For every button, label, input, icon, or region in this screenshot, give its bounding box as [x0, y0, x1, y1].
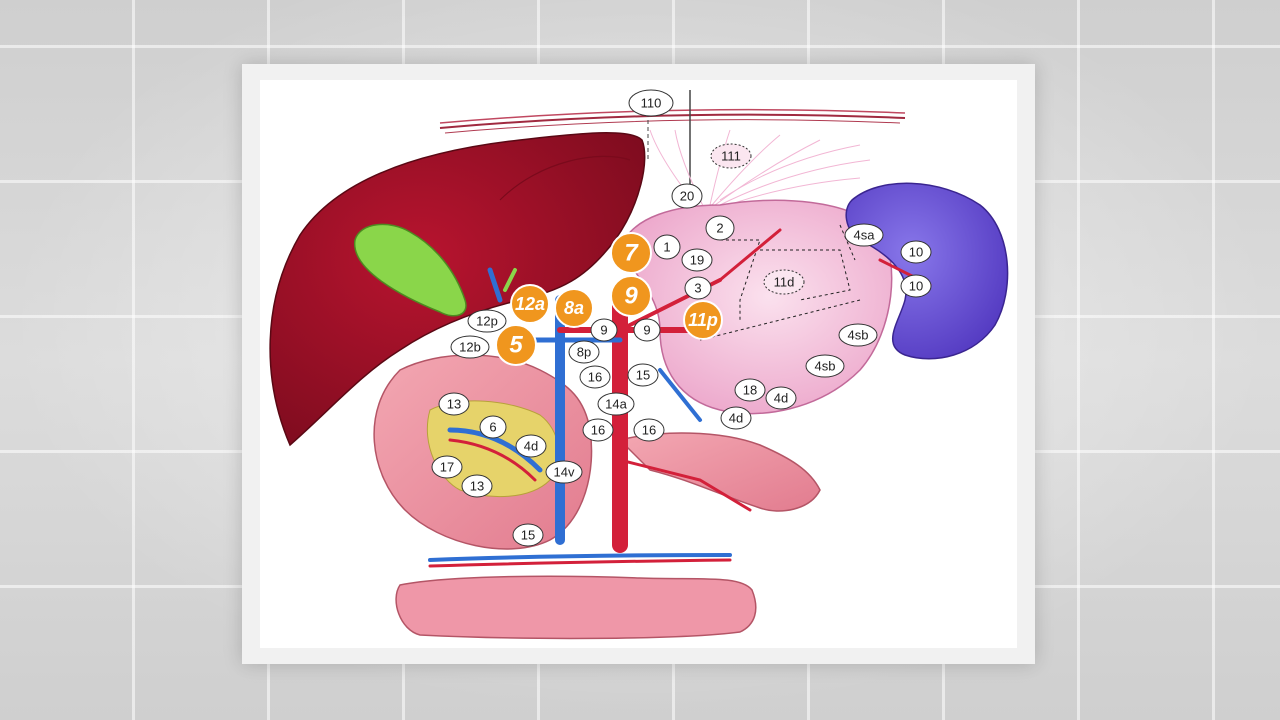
node-111: 111	[710, 143, 752, 169]
svg-text:14a: 14a	[605, 397, 627, 412]
node-5: 5	[495, 324, 537, 366]
svg-text:4sb: 4sb	[848, 328, 869, 343]
node-10-upper: 10	[900, 240, 932, 264]
svg-text:10: 10	[909, 279, 923, 294]
node-14a: 14a	[597, 392, 635, 416]
node-3: 3	[684, 276, 712, 300]
node-4d-right: 4d	[765, 386, 797, 410]
svg-text:16: 16	[591, 423, 605, 438]
node-6: 6	[479, 415, 507, 439]
node-16-right: 16	[633, 418, 665, 442]
node-15-upper: 15	[627, 363, 659, 387]
svg-text:111: 111	[721, 149, 741, 164]
node-12a: 12a	[510, 284, 550, 324]
svg-text:4sb: 4sb	[815, 359, 836, 374]
svg-text:4d: 4d	[729, 411, 743, 426]
vessels	[428, 228, 932, 568]
node-4sb-lower: 4sb	[805, 354, 845, 378]
svg-text:4d: 4d	[774, 391, 788, 406]
node-8a: 8a	[554, 288, 594, 328]
svg-text:110: 110	[641, 96, 662, 111]
svg-text:7: 7	[624, 240, 639, 267]
svg-text:19: 19	[690, 253, 704, 268]
node-9-left: 9	[590, 318, 618, 342]
svg-text:9: 9	[624, 283, 638, 310]
svg-text:12p: 12p	[476, 314, 498, 329]
svg-text:8a: 8a	[564, 298, 584, 318]
svg-text:15: 15	[636, 368, 650, 383]
svg-text:8p: 8p	[577, 345, 591, 360]
svg-text:9: 9	[600, 323, 607, 338]
svg-text:10: 10	[909, 245, 923, 260]
node-18: 18	[734, 378, 766, 402]
diaphragm	[439, 90, 906, 200]
svg-text:13: 13	[470, 479, 484, 494]
svg-text:16: 16	[642, 423, 656, 438]
node-9-highlight: 9	[610, 275, 652, 317]
node-11d: 11d	[763, 269, 805, 295]
svg-text:14v: 14v	[554, 465, 575, 480]
node-12b: 12b	[450, 335, 490, 359]
node-13-lower: 13	[461, 474, 493, 498]
node-4d-left: 4d	[515, 434, 547, 458]
node-110: 110	[628, 89, 674, 117]
svg-text:4d: 4d	[524, 439, 538, 454]
svg-text:18: 18	[743, 383, 757, 398]
svg-text:12b: 12b	[459, 340, 481, 355]
lymph-nodes: 110 111 20 2 7 1 19 9 3 11p 11d 4sa 10 1…	[431, 89, 932, 547]
svg-text:4sa: 4sa	[854, 228, 876, 243]
svg-text:9: 9	[643, 323, 650, 338]
node-7: 7	[610, 232, 652, 274]
node-10-lower: 10	[900, 274, 932, 298]
node-16-upper: 16	[579, 365, 611, 389]
node-4sa: 4sa	[844, 223, 884, 247]
node-4d-lower: 4d	[720, 406, 752, 430]
svg-text:2: 2	[716, 221, 723, 236]
pancreas	[618, 432, 821, 512]
node-1: 1	[653, 234, 681, 260]
svg-text:15: 15	[521, 528, 535, 543]
svg-text:3: 3	[694, 281, 701, 296]
node-4sb-upper: 4sb	[838, 323, 878, 347]
gallbladder	[354, 223, 467, 317]
node-15-lower: 15	[512, 523, 544, 547]
node-11p: 11p	[683, 300, 723, 340]
node-13-upper: 13	[438, 392, 470, 416]
transverse-colon	[395, 575, 757, 640]
svg-text:16: 16	[588, 370, 602, 385]
node-8p: 8p	[568, 340, 600, 364]
svg-text:17: 17	[440, 460, 454, 475]
svg-text:6: 6	[489, 420, 496, 435]
node-14v: 14v	[545, 460, 583, 484]
svg-text:1: 1	[663, 240, 670, 255]
node-20: 20	[671, 183, 703, 209]
svg-text:11d: 11d	[774, 275, 795, 290]
node-9-right: 9	[633, 318, 661, 342]
svg-text:5: 5	[509, 332, 523, 359]
node-12p: 12p	[467, 309, 507, 333]
svg-text:11p: 11p	[688, 310, 718, 330]
svg-text:12a: 12a	[515, 294, 545, 314]
node-17: 17	[431, 455, 463, 479]
node-16-middle: 16	[582, 418, 614, 442]
node-19: 19	[681, 248, 713, 272]
stomach-dashed-regions	[699, 224, 861, 341]
node-2: 2	[705, 215, 735, 241]
svg-text:20: 20	[680, 189, 694, 204]
liver-fissure	[499, 155, 631, 201]
svg-text:13: 13	[447, 397, 461, 412]
